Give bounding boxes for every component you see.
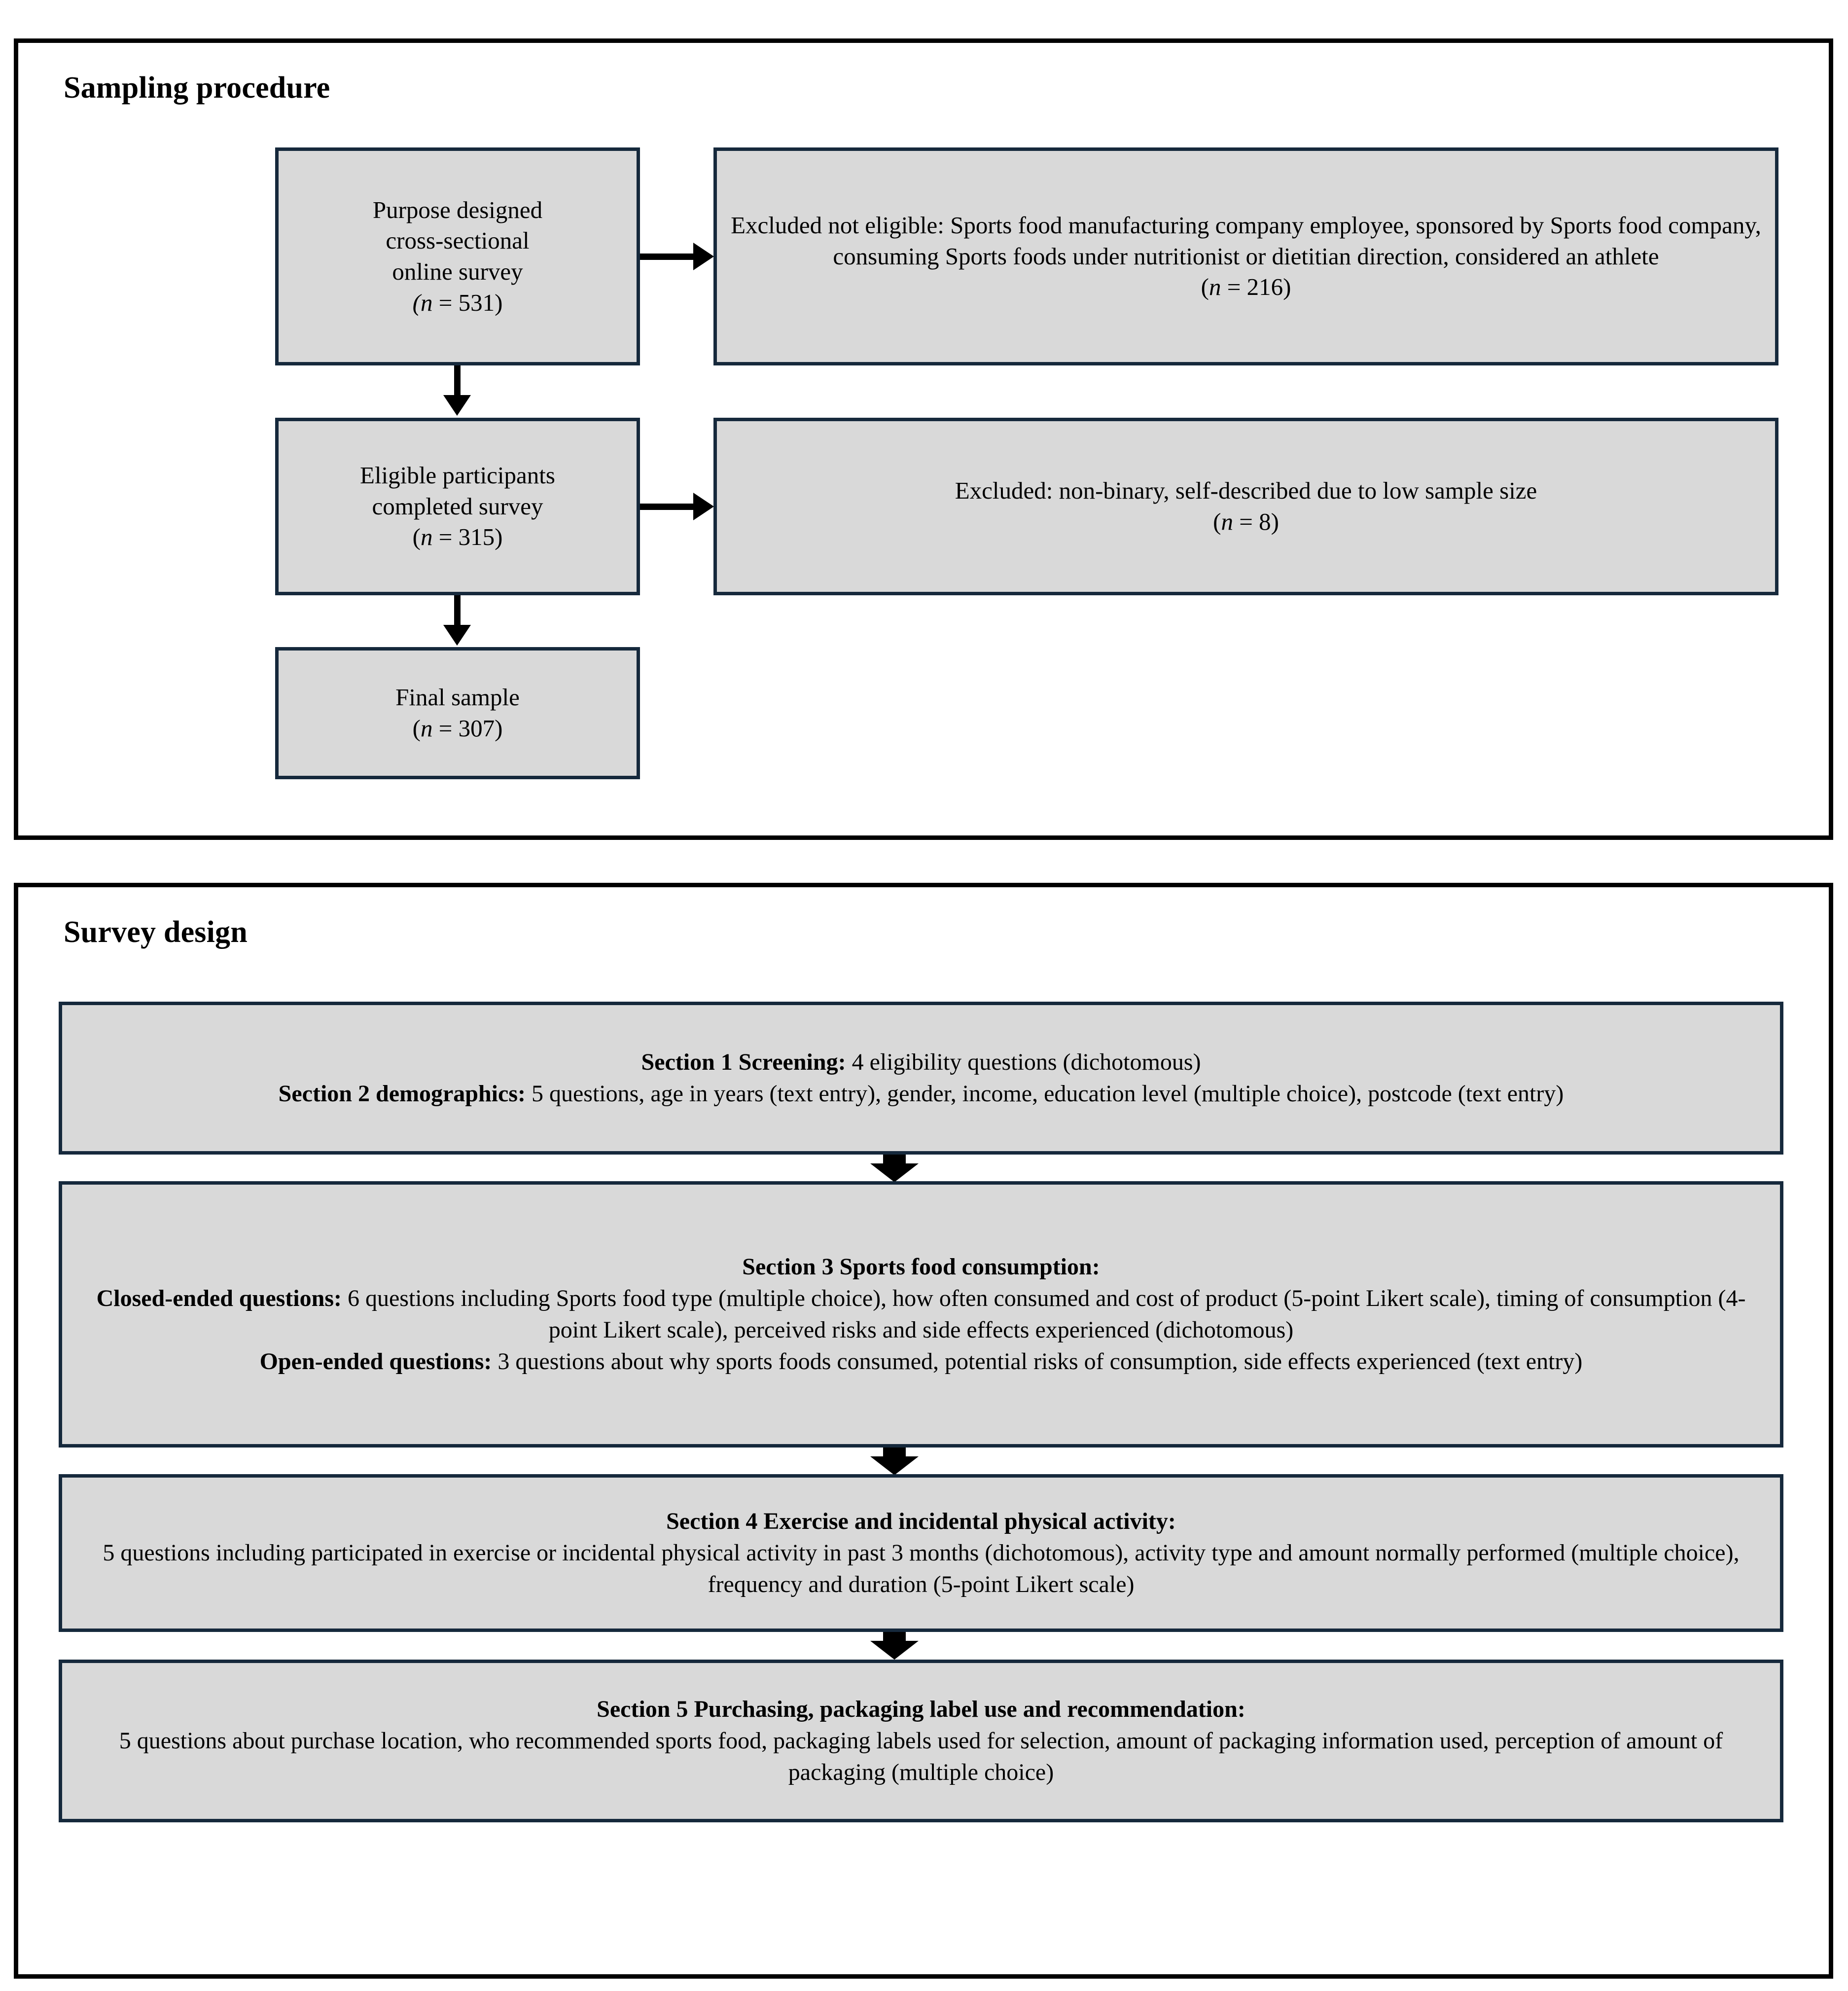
- section3-closed-line: Closed-ended questions: 6 questions incl…: [75, 1283, 1767, 1346]
- section3-closed-text: 6 questions including Sports food type (…: [341, 1285, 1746, 1343]
- arrow-section12-to-section3: [870, 1155, 919, 1182]
- section3-open-text: 3 questions about why sports foods consu…: [492, 1348, 1583, 1375]
- section3-closed-label: Closed-ended questions:: [96, 1285, 342, 1312]
- section4-text: 5 questions including participated in ex…: [103, 1540, 1740, 1597]
- section5-heading: Section 5 Purchasing, packaging label us…: [597, 1696, 1245, 1723]
- page-title-sampling: Sampling procedure: [64, 71, 330, 105]
- section-box-3: Section 3 Sports food consumption: Close…: [59, 1181, 1783, 1448]
- section-box-4: Section 4 Exercise and incidental physic…: [59, 1474, 1783, 1632]
- flow-box-eligible-participants: Eligible participants completed survey (…: [275, 418, 640, 595]
- section2-line: Section 2 demographics: 5 questions, age…: [75, 1078, 1767, 1110]
- excluded-non-binary-text: Excluded: non-binary, self-described due…: [955, 477, 1537, 505]
- arrow-section3-to-section4: [870, 1448, 919, 1475]
- eligible-line1: Eligible participants: [360, 461, 555, 489]
- page-title-survey-design: Survey design: [64, 915, 248, 949]
- section2-label: Section 2 demographics:: [278, 1081, 526, 1107]
- connector-line-eligible-to-excluded2: [640, 504, 694, 510]
- section2-text: 5 questions, age in years (text entry), …: [525, 1081, 1564, 1107]
- section-box-5: Section 5 Purchasing, packaging label us…: [59, 1660, 1783, 1822]
- survey-design-panel: Survey design Section 1 Screening: 4 eli…: [14, 883, 1833, 1979]
- survey-source-line3: online survey: [392, 258, 523, 285]
- excluded-not-eligible-text: Excluded not eligible: Sports food manuf…: [731, 211, 1761, 270]
- flow-box-survey-source: Purpose designed cross-sectional online …: [275, 147, 640, 365]
- flow-box-excluded-not-eligible: Excluded not eligible: Sports food manuf…: [713, 147, 1778, 365]
- section3-open-line: Open-ended questions: 3 questions about …: [75, 1346, 1767, 1377]
- final-sample-label: Final sample: [395, 684, 520, 711]
- survey-source-line2: cross-sectional: [386, 227, 530, 254]
- survey-source-count: (n = 531): [412, 289, 503, 316]
- arrow-source-to-eligible: [443, 395, 471, 416]
- arrow-section4-to-section5: [870, 1632, 919, 1660]
- section4-heading: Section 4 Exercise and incidental physic…: [666, 1508, 1176, 1535]
- eligible-line2: completed survey: [372, 492, 543, 520]
- flow-box-excluded-non-binary: Excluded: non-binary, self-described due…: [713, 418, 1778, 595]
- excluded-not-eligible-count: (n = 216): [1201, 273, 1291, 301]
- eligible-count: (n = 315): [412, 523, 503, 551]
- sampling-procedure-panel: Sampling procedure Purpose designed cros…: [14, 38, 1833, 840]
- arrow-source-to-excluded1: [693, 243, 714, 270]
- section1-line: Section 1 Screening: 4 eligibility quest…: [75, 1047, 1767, 1078]
- section3-open-label: Open-ended questions:: [259, 1348, 492, 1375]
- flow-box-final-sample: Final sample (n = 307): [275, 647, 640, 779]
- arrow-eligible-to-excluded2: [693, 493, 714, 520]
- section1-text: 4 eligibility questions (dichotomous): [846, 1049, 1201, 1076]
- section3-heading: Section 3 Sports food consumption:: [742, 1254, 1100, 1280]
- final-sample-count: (n = 307): [412, 715, 503, 742]
- section1-label: Section 1 Screening:: [641, 1049, 846, 1076]
- arrow-eligible-to-final: [443, 625, 471, 646]
- connector-line-eligible-to-final: [454, 595, 461, 626]
- connector-line-source-to-excluded1: [640, 253, 694, 260]
- survey-source-line1: Purpose designed: [372, 196, 543, 223]
- section-box-1-2: Section 1 Screening: 4 eligibility quest…: [59, 1002, 1783, 1155]
- connector-line-source-to-eligible: [454, 365, 461, 397]
- section5-text: 5 questions about purchase location, who…: [119, 1728, 1723, 1785]
- excluded-non-binary-count: (n = 8): [1213, 508, 1279, 535]
